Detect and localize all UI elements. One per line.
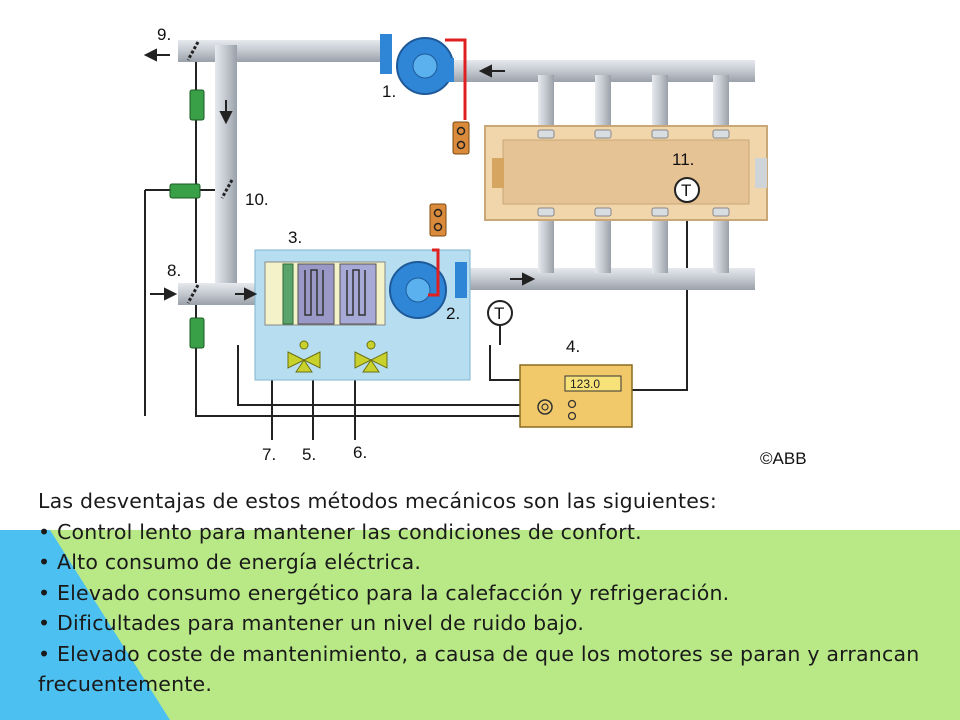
label-10: 10. xyxy=(245,190,269,209)
supply-duct xyxy=(465,268,755,290)
label-6: 6. xyxy=(353,443,367,462)
temperature-sensor-room: T xyxy=(674,177,700,203)
intro-text: Las desventajas de estos métodos mecánic… xyxy=(38,489,718,513)
label-4: 4. xyxy=(566,337,580,356)
sensor-letter: T xyxy=(681,181,691,200)
damper-actuators xyxy=(169,41,234,349)
bullet-5: • Elevado coste de mantenimiento, a caus… xyxy=(38,641,920,697)
copyright: ©ABB xyxy=(760,449,807,468)
valves xyxy=(287,340,388,373)
green-band xyxy=(0,530,960,720)
bottom-inlet-duct xyxy=(178,283,258,305)
hvac-diagram: T T 123.0 1. 2. 3. xyxy=(143,25,807,468)
duct-network xyxy=(178,40,755,305)
label-9: 9. xyxy=(157,25,171,44)
label-7: 7. xyxy=(262,445,276,464)
flow-arrows xyxy=(143,48,536,301)
cooling-coil xyxy=(339,263,377,325)
vertical-duct xyxy=(215,45,237,295)
text-block: Las desventajas de estos métodos mecánic… xyxy=(38,486,938,700)
bullet-1: • Control lento para mantener las condic… xyxy=(38,519,642,544)
return-fan xyxy=(380,34,454,95)
heating-coil xyxy=(297,263,335,325)
bullet-3: • Elevado consumo energético para la cal… xyxy=(38,580,730,605)
fan-power xyxy=(428,38,470,297)
label-3: 3. xyxy=(288,228,302,247)
supply-fan xyxy=(389,261,467,319)
label-5: 5. xyxy=(302,445,316,464)
label-11: 11. xyxy=(672,150,694,169)
room xyxy=(484,125,768,221)
filter xyxy=(282,263,294,325)
label-2: 2. xyxy=(446,304,460,323)
bullet-2: • Alto consumo de energía eléctrica. xyxy=(38,550,422,574)
temperature-sensor-supply: T xyxy=(487,300,513,326)
controller: 123.0 xyxy=(519,364,633,428)
blue-corner xyxy=(0,530,170,720)
display-value: 123.0 xyxy=(570,377,600,391)
label-8: 8. xyxy=(167,261,181,280)
bullet-4: • Dificultades para mantener un nivel de… xyxy=(38,611,585,635)
number-labels: 1. 2. 3. 4. 5. 6. 7. 8. 9. 10. 11. ©ABB xyxy=(157,25,807,468)
controller-display xyxy=(564,375,622,392)
label-1: 1. xyxy=(382,82,396,101)
sensor-letter: T xyxy=(494,304,504,323)
top-return-duct xyxy=(178,40,388,62)
top-return-duct-right xyxy=(440,60,755,82)
